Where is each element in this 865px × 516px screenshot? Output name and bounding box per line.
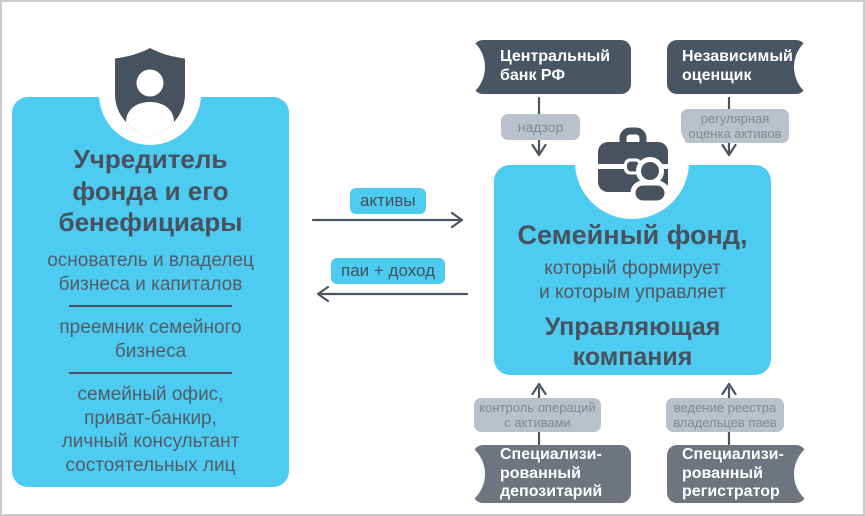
depositary-label: Специализи- рованный депозитарий bbox=[500, 445, 603, 501]
central-bank-label: Центральный банк РФ bbox=[500, 48, 611, 84]
founder-card bbox=[12, 97, 289, 487]
fund-manager: Управляющая компания bbox=[544, 313, 721, 372]
arrow-left-units-icon bbox=[309, 284, 469, 304]
founder-item-owner: основатель и владелец бизнеса и капитало… bbox=[47, 250, 254, 295]
divider bbox=[69, 372, 232, 375]
appraiser-label: Независимый оценщик bbox=[682, 48, 793, 84]
founder-item-successor: преемник семейного бизнеса bbox=[59, 317, 242, 362]
relation-registry: ведение реестра владельцев паев bbox=[666, 398, 784, 432]
shield-person-icon bbox=[112, 47, 188, 139]
briefcase-person-icon bbox=[593, 121, 673, 203]
relation-control: контроль операций с активами bbox=[474, 398, 601, 432]
appraiser-ribbon: Независимый оценщик bbox=[667, 33, 862, 101]
fund-subtitle: который формирует и которым управляет bbox=[539, 257, 726, 304]
registrar-label: Специализи- рованный регистратор bbox=[682, 445, 784, 501]
divider bbox=[69, 305, 232, 308]
flow-label-assets: активы bbox=[350, 188, 426, 214]
founder-item-advisors: семейный офис, приват-банкир, личный кон… bbox=[61, 384, 240, 476]
fund-title: Семейный фонд, bbox=[517, 220, 748, 250]
relation-supervision-text: надзор bbox=[517, 118, 564, 135]
flow-label-units-income: паи + доход bbox=[331, 258, 446, 284]
relation-valuation: регулярная оценка активов bbox=[681, 109, 789, 143]
relation-control-text: контроль операций с активами bbox=[479, 399, 596, 430]
relation-registry-text: ведение реестра владельцев паев bbox=[673, 399, 777, 430]
arrow-right-assets-icon bbox=[311, 210, 471, 230]
founder-title: Учредитель фонда и его бенефициары bbox=[58, 144, 243, 238]
relation-supervision: надзор bbox=[501, 114, 580, 140]
central-bank-ribbon: Центральный банк РФ bbox=[417, 33, 631, 101]
founder-card-content: Учредитель фонда и его бенефициары основ… bbox=[12, 144, 289, 478]
relation-valuation-text: регулярная оценка активов bbox=[688, 110, 782, 141]
fund-card-content: Семейный фонд, который формирует и котор… bbox=[494, 220, 771, 372]
registrar-ribbon: Специализи- рованный регистратор bbox=[667, 440, 862, 508]
depositary-ribbon: Специализи- рованный депозитарий bbox=[417, 440, 631, 508]
